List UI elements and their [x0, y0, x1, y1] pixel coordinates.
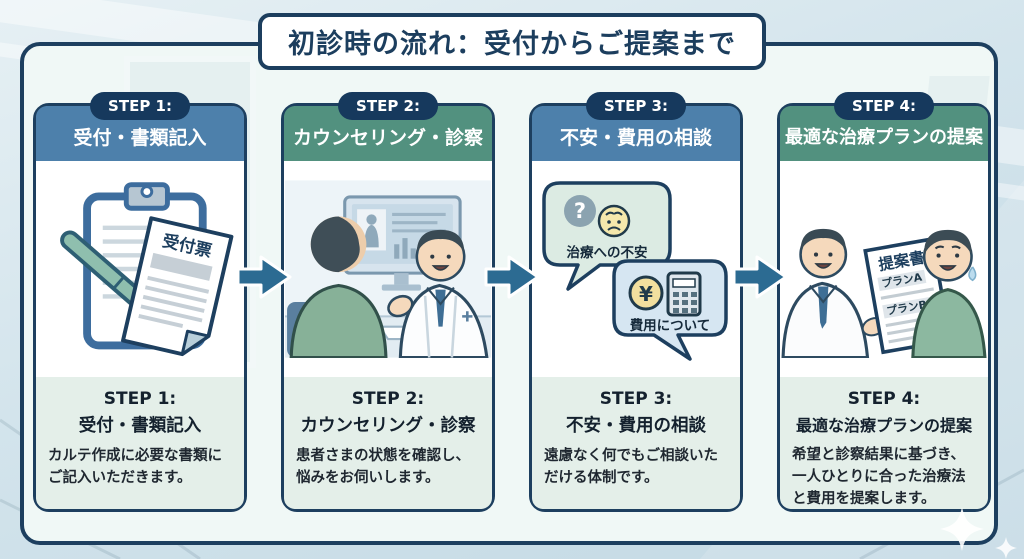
cost-bubble: ¥ 費用について	[612, 259, 728, 361]
arrow-right-icon	[484, 255, 540, 299]
step-2-label: STEP 2:	[351, 389, 425, 409]
counseling-scene-icon	[285, 180, 491, 358]
sweat-drop-icon	[968, 266, 977, 282]
step-card-1: STEP 1: 受付・書類記入	[33, 92, 247, 512]
step-4-heading: 最適な治療プランの提案	[795, 416, 972, 435]
calculator-icon	[666, 271, 702, 317]
step-card-2: STEP 2: カウンセリング・診察	[281, 92, 495, 512]
step-3-badge: STEP 3:	[586, 92, 686, 120]
step-1-label: STEP 1:	[103, 389, 177, 409]
step-3-heading: 不安・費用の相談	[566, 416, 706, 436]
step-1-description: カルテ作成に必要な書類にご記入いただきます。	[48, 448, 222, 486]
step-1-illustration: 受付票	[36, 161, 244, 377]
doctor-figure	[387, 229, 489, 358]
step-4-illustration: 提案書 プランA プランB	[780, 161, 988, 377]
patient-figure	[911, 229, 987, 358]
step-3-description: 遠慮なく何でもご相談いただける体制です。	[544, 448, 718, 486]
step-4-description: 希望と診察結果に基づき、一人ひとりに合った治療法と費用を提案します。	[792, 447, 966, 507]
arrow-2	[484, 103, 540, 512]
patient-figure	[289, 216, 388, 358]
step-2-summary: STEP 2: カウンセリング・診察 患者さまの状態を確認し、悩みをお伺いします…	[284, 377, 492, 509]
steps-row: STEP 1: 受付・書類記入	[33, 92, 991, 512]
step-4-summary: STEP 4: 最適な治療プランの提案 希望と診察結果に基づき、一人ひとりに合っ…	[780, 377, 988, 509]
step-2-heading: カウンセリング・診察	[300, 416, 476, 436]
arrow-1	[236, 103, 292, 512]
arrow-3	[732, 103, 788, 512]
step-4-badge: STEP 4:	[834, 92, 934, 120]
yen-coin-icon	[628, 275, 664, 311]
concern-bubble-label: 治療への不安	[567, 244, 648, 261]
step-1-badge: STEP 1:	[90, 92, 190, 120]
step-3-illustration: ? 治療への不安 ¥	[532, 161, 740, 377]
cost-bubble-label: 費用について	[630, 317, 711, 334]
step-1-summary: STEP 1: 受付・書類記入 カルテ作成に必要な書類にご記入いただきます。	[36, 377, 244, 509]
reception-slip: 受付票	[121, 216, 234, 357]
step-2-badge: STEP 2:	[338, 92, 438, 120]
worried-face-icon	[597, 204, 631, 238]
step-1-heading: 受付・書類記入	[78, 416, 202, 436]
proposal-scene-icon: 提案書 プランA プランB	[781, 180, 987, 358]
clipboard-form-icon: 受付票	[60, 182, 234, 357]
question-mark-icon: ?	[574, 199, 586, 223]
step-card-4: STEP 4: 最適な治療プランの提案	[777, 92, 991, 512]
step-card-3: STEP 3: 不安・費用の相談 ?	[529, 92, 743, 512]
arrow-right-icon	[732, 255, 788, 299]
speech-bubbles-icon: ? 治療への不安 ¥	[542, 181, 728, 361]
page-title: 初診時の流れ：受付からご提案まで	[258, 13, 766, 70]
step-2-description: 患者さまの状態を確認し、悩みをお伺いします。	[296, 448, 470, 486]
yen-mark: ¥	[639, 282, 653, 306]
arrow-right-icon	[236, 255, 292, 299]
step-2-illustration	[284, 161, 492, 377]
step-3-label: STEP 3:	[599, 389, 673, 409]
plan-b-label: プランB	[885, 297, 927, 318]
step-3-summary: STEP 3: 不安・費用の相談 遠慮なく何でもご相談いただける体制です。	[532, 377, 740, 509]
step-4-label: STEP 4:	[847, 389, 921, 409]
